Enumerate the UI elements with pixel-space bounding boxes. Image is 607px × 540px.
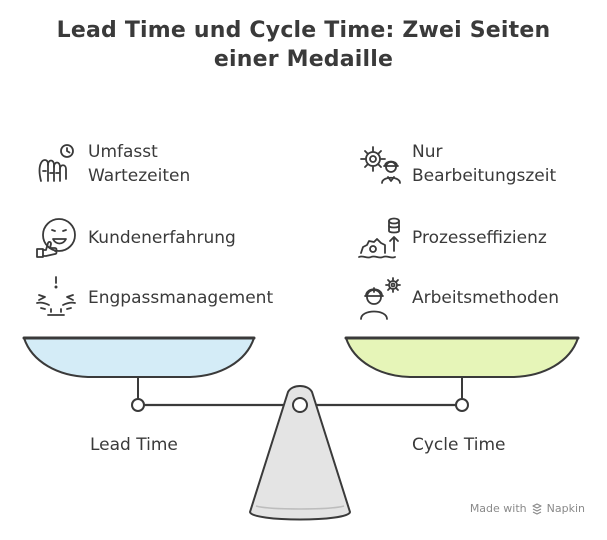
- napkin-logo-icon: [532, 502, 542, 515]
- left-item-1-line-2: Wartezeiten: [88, 166, 191, 186]
- scale-base: [249, 385, 351, 521]
- right-item-3-line-1: Arbeitsmethoden: [412, 288, 559, 308]
- gear-worker-icon: [354, 138, 406, 190]
- title-line-1: Lead Time und Cycle Time: Zwei Seiten: [56, 18, 551, 43]
- cycle-time-label: Cycle Time: [412, 435, 506, 455]
- right-item-1-line-2: Bearbeitungszeit: [412, 166, 557, 186]
- bottleneck-face-icon: [30, 272, 82, 324]
- gear-database-arrow-icon: [354, 212, 406, 264]
- left-pan: [23, 337, 255, 378]
- smiley-thumbs-up-icon: [30, 212, 82, 264]
- right-item-process-efficiency: Prozesseffizienz: [354, 212, 547, 264]
- left-item-bottleneck-management: Engpassmanagement: [30, 272, 273, 324]
- made-with-text: Made with: [469, 502, 527, 515]
- right-item-processing-time: Nur Bearbeitungszeit: [354, 138, 556, 190]
- left-item-1-line-1: Umfasst: [88, 142, 158, 162]
- hand-clock-icon: [30, 138, 82, 190]
- napkin-brand-text: Napkin: [546, 502, 585, 515]
- left-item-2-line-1: Kundenerfahrung: [88, 228, 236, 248]
- right-item-1-line-1: Nur: [412, 142, 443, 162]
- made-with-napkin: Made with Napkin: [470, 502, 585, 515]
- left-item-3-line-1: Engpassmanagement: [88, 288, 274, 308]
- right-item-working-methods: Arbeitsmethoden: [354, 272, 559, 324]
- page-title: Lead Time und Cycle Time: Zwei Seiten ei…: [0, 16, 607, 74]
- left-item-waiting-times: Umfasst Wartezeiten: [30, 138, 190, 190]
- left-item-customer-experience: Kundenerfahrung: [30, 212, 236, 264]
- lead-time-label: Lead Time: [90, 435, 178, 455]
- right-pan: [345, 337, 579, 378]
- right-item-2-line-1: Prozesseffizienz: [412, 228, 547, 248]
- worker-gear-icon: [354, 272, 406, 324]
- title-line-2: einer Medaille: [213, 47, 394, 72]
